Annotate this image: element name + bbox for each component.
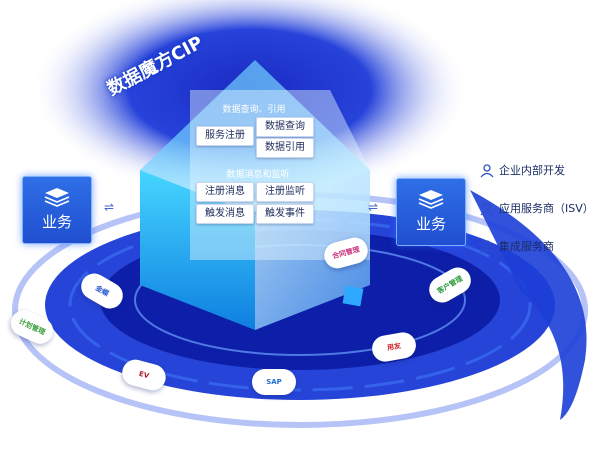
provider-item: 企业内部开发 — [480, 160, 592, 180]
chip-trigger-message[interactable]: 触发消息 — [196, 204, 254, 224]
left-exchange-arrow: ⇌ — [104, 200, 115, 214]
chip-trigger-event[interactable]: 触发事件 — [256, 204, 314, 224]
provider-label: 企业内部开发 — [499, 163, 565, 177]
provider-item: 应用服务商（ISV） — [480, 198, 592, 218]
chip-service-register[interactable]: 服务注册 — [196, 126, 254, 146]
left-business-label: 业务 — [41, 213, 72, 231]
provider-item: 集成服务商 — [480, 236, 592, 256]
right-business-box[interactable]: 业务 — [396, 178, 466, 246]
badge-sap: SAP — [252, 369, 296, 395]
layers-icon — [44, 188, 70, 207]
chip-data-reference[interactable]: 数据引用 — [256, 138, 314, 158]
left-business-box[interactable]: 业务 — [22, 176, 92, 244]
provider-label: 集成服务商 — [499, 239, 554, 253]
layers-icon — [418, 190, 444, 209]
provider-label: 应用服务商（ISV） — [499, 201, 592, 215]
right-business-label: 业务 — [415, 215, 446, 233]
person-icon — [480, 201, 494, 215]
cube-top-face — [140, 60, 370, 215]
right-exchange-arrow: ⇌ — [368, 200, 379, 214]
person-icon — [480, 163, 494, 177]
small-cube — [342, 285, 364, 307]
group1-label: 数据查询、引用 — [222, 105, 286, 115]
person-icon — [480, 239, 494, 253]
right-swoosh — [470, 190, 587, 420]
chip-register-listener[interactable]: 注册监听 — [256, 182, 314, 202]
chip-data-query[interactable]: 数据查询 — [256, 117, 314, 137]
chip-register-message[interactable]: 注册消息 — [196, 182, 254, 202]
group2-label: 数据消息和监听 — [226, 170, 290, 180]
provider-list: 企业内部开发 应用服务商（ISV） 集成服务商 — [480, 160, 592, 274]
